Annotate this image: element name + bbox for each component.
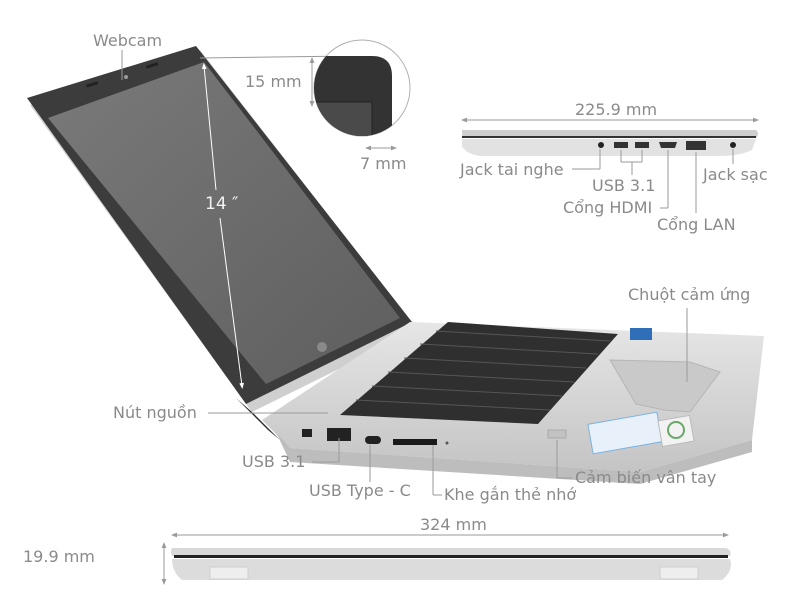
laptop-front-view [161, 532, 731, 585]
usb-type-c-label: USB Type - C [309, 481, 411, 500]
charging-jack [730, 142, 736, 148]
callout-lines [121, 50, 688, 496]
headphone-jack-label: Jack tai nghe [460, 160, 564, 179]
lan-port-label: Cổng LAN [657, 215, 736, 234]
webcam-label: Webcam [93, 31, 163, 50]
side-callout-lines [572, 149, 734, 213]
hdmi-port-label: Cổng HDMI [563, 198, 653, 217]
lock-slot [302, 429, 312, 437]
lan-port [686, 141, 706, 150]
webcam-dot [124, 75, 128, 79]
memory-card-slot-label: Khe gắn thẻ nhớ [444, 485, 577, 504]
power-button-label: Nút nguồn [113, 403, 197, 422]
usb-3-1-port-1 [614, 142, 628, 148]
brand-logo [317, 342, 327, 352]
usb-3-1-label: USB 3.1 [242, 452, 306, 471]
bezel-zoom-circle [313, 39, 411, 137]
screen-diagonal-label: 14 ″ [205, 194, 239, 214]
front-width-label: 324 mm [420, 515, 487, 534]
laptop-side-view [461, 117, 759, 156]
usb-3-1-port-left [327, 428, 351, 441]
charging-jack-label: Jack sạc [703, 165, 768, 184]
thickness-label: 19.9 mm [23, 547, 95, 566]
fingerprint-sensor-label: Cảm biến vân tay [575, 468, 717, 487]
sd-card-slot [393, 439, 437, 445]
usb-type-c-port [365, 436, 381, 444]
usb-3-1-port-2 [635, 142, 649, 148]
touchpad [609, 359, 721, 413]
side-depth-label: 225.9 mm [575, 100, 658, 119]
intel-sticker [630, 328, 652, 340]
side-bezel-label: 7 mm [360, 154, 407, 173]
fingerprint-sensor [547, 429, 567, 439]
top-bezel-label: 15 mm [245, 72, 302, 91]
keyboard [340, 322, 618, 424]
headphone-jack [598, 142, 604, 148]
hdmi-port [659, 142, 677, 148]
side-usb-3-1-label: USB 3.1 [592, 176, 656, 195]
laptop-main-view [27, 46, 764, 484]
touchpad-label: Chuột cảm ứng [628, 285, 751, 304]
